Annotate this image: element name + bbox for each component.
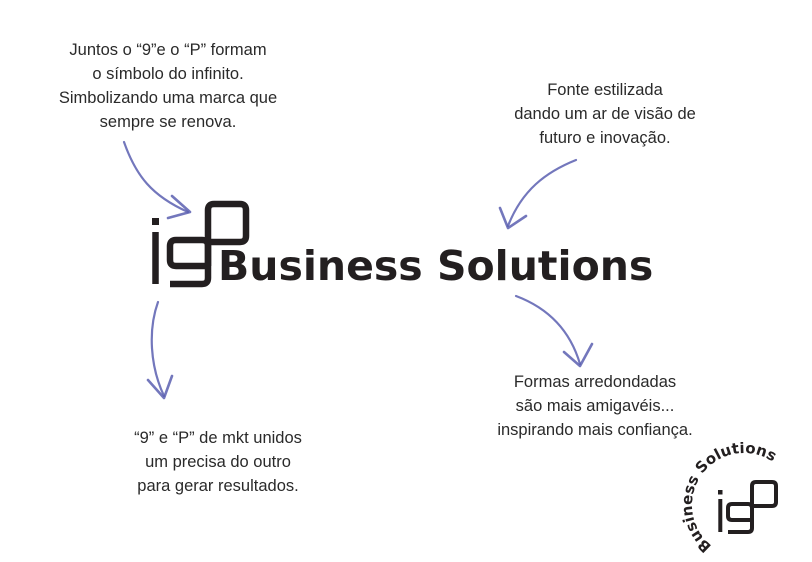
note-united-letters: “9” e “P” de mkt unidos um precisa do ou…: [98, 426, 338, 498]
note-line: sempre se renova.: [99, 113, 237, 131]
note-line: dando um ar de visão de: [514, 105, 696, 123]
badge-g-shape: [726, 502, 754, 534]
note-line: Juntos o “9”e o “P” formam: [69, 41, 267, 59]
note-stylized-font: Fonte estilizada dando um ar de visão de…: [470, 78, 740, 150]
arrow-shaft: [514, 294, 582, 366]
i-dot: [152, 218, 159, 225]
badge-arc-textpath: Business Solutions: [678, 442, 780, 556]
note-line: um precisa do outro: [145, 453, 291, 471]
note-line: inspirando mais confiança.: [497, 421, 693, 439]
note-line: futuro e inovação.: [539, 129, 671, 147]
badge-p-shape: [750, 480, 778, 520]
note-line: o símbolo do infinito.: [92, 65, 244, 83]
note-line: “9” e “P” de mkt unidos: [134, 429, 302, 447]
note-infinity-symbol: Juntos o “9”e o “P” formam o símbolo do …: [28, 38, 308, 134]
arrow-head: [498, 206, 528, 230]
note-line: para gerar resultados.: [137, 477, 299, 495]
g-shape: [166, 236, 212, 288]
arrow-head: [562, 342, 594, 368]
note-line: Formas arredondadas: [513, 373, 677, 391]
arrow-head: [166, 194, 192, 220]
p-shape: [204, 200, 250, 266]
arrow-shaft: [506, 158, 578, 228]
igp-monogram-logo: [152, 200, 250, 288]
arrow-head: [146, 374, 174, 400]
note-line: Simbolizando uma marca que: [58, 89, 278, 107]
circular-badge-logo: Business Solutions: [678, 442, 780, 556]
note-line: são mais amigavéis...: [515, 397, 675, 415]
note-line: Fonte estilizada: [547, 81, 663, 99]
business-solutions-wordmark: Business Solutions: [218, 242, 654, 290]
badge-arc-text: Business Solutions: [678, 442, 780, 556]
arrow-shaft: [150, 300, 166, 398]
badge-i-dot: [718, 490, 723, 495]
note-rounded-shapes: Formas arredondadas são mais amigavéis..…: [455, 370, 735, 442]
arrow-shaft: [122, 140, 190, 214]
